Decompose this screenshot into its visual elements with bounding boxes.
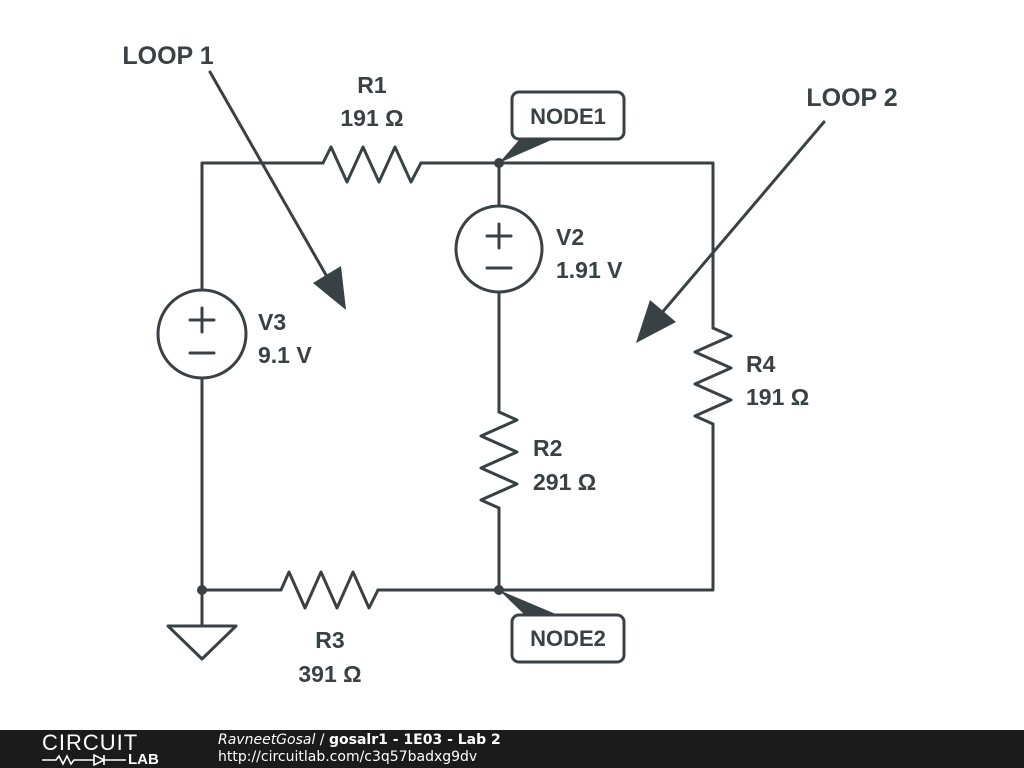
v3-plus-icon [188, 306, 216, 334]
wire-top-right [419, 161, 715, 330]
resistor-r1-zigzag [321, 145, 423, 184]
resistor-r2[interactable]: R2 291 Ω [479, 410, 596, 510]
loop2-label: LOOP 2 [806, 84, 897, 112]
wires [200, 161, 715, 628]
loop1-annotation[interactable]: LOOP 1 [122, 42, 346, 310]
loop2-annotation[interactable]: LOOP 2 [636, 84, 898, 343]
v2-value-label: 1.91 V [556, 257, 623, 283]
wire-left-top [200, 161, 325, 292]
loop1-arrowhead-icon [313, 266, 346, 310]
wire-bottom-left [200, 376, 283, 592]
node1-box [510, 90, 626, 141]
r3-value-label: 391 Ω [298, 661, 361, 687]
v3-circle [156, 288, 248, 380]
v2-circle [454, 204, 544, 294]
v3-value-label: 9.1 V [258, 342, 312, 368]
v2-name-label: V2 [556, 224, 584, 250]
author-link[interactable]: RavneetGosal [218, 732, 316, 748]
junction-ground [197, 585, 207, 595]
resistor-r1[interactable]: R1 191 Ω [321, 72, 423, 184]
logo-wordmark-bottom: LAB [128, 751, 159, 768]
schematic-canvas: R1 191 Ω R3 391 Ω R2 291 Ω R4 191 Ω V3 9 [122, 42, 898, 687]
r4-value-label: 191 Ω [746, 384, 809, 410]
loop1-arrow-shaft [208, 70, 332, 284]
resistor-r4[interactable]: R4 191 Ω [693, 326, 809, 426]
loop2-arrow-shaft [658, 120, 826, 317]
voltage-source-v2[interactable]: V2 1.91 V [454, 204, 623, 294]
footer-bar: CIRCUIT LAB RavneetGosal / gosalr1 - 1E0… [0, 730, 1024, 768]
credit-line-title: RavneetGosal / gosalr1 - 1E03 - Lab 2 [218, 732, 501, 749]
r2-name-label: R2 [533, 435, 562, 461]
r1-value-label: 191 Ω [340, 105, 403, 131]
circuit-credit: RavneetGosal / gosalr1 - 1E03 - Lab 2 ht… [218, 732, 501, 766]
wire-right-bottom [376, 422, 715, 592]
r2-value-label: 291 Ω [533, 469, 596, 495]
v2-plus-icon [485, 222, 513, 250]
node2-callout[interactable]: NODE2 [499, 590, 626, 664]
loop1-label: LOOP 1 [122, 42, 213, 70]
ground-icon [166, 624, 238, 661]
node2-pointer-icon [499, 590, 558, 618]
voltage-source-v3[interactable]: V3 9.1 V [156, 288, 312, 380]
logo-circuit-glyph-icon [42, 754, 126, 766]
ground-symbol[interactable] [166, 624, 238, 661]
r1-name-label: R1 [357, 72, 387, 98]
resistor-r2-zigzag [479, 410, 519, 510]
loop2-arrowhead-icon [636, 300, 676, 343]
r3-name-label: R3 [315, 627, 344, 653]
r4-name-label: R4 [746, 351, 776, 377]
circuitlab-logo[interactable]: CIRCUIT LAB [42, 732, 182, 768]
node2-box [510, 613, 626, 664]
resistor-r3[interactable]: R3 391 Ω [279, 570, 380, 687]
resistor-r3-zigzag [279, 570, 380, 610]
node1-label: NODE1 [530, 104, 606, 129]
circuit-title[interactable]: gosalr1 - 1E03 - Lab 2 [328, 732, 501, 748]
node2-label: NODE2 [530, 626, 606, 651]
resistor-r4-zigzag [693, 326, 733, 426]
node1-callout[interactable]: NODE1 [499, 90, 626, 163]
credit-separator: / [315, 732, 329, 748]
logo-wordmark-top: CIRCUIT [42, 730, 139, 755]
circuit-url[interactable]: http://circuitlab.com/c3q57badxg9dv [218, 749, 478, 765]
v3-name-label: V3 [258, 309, 286, 335]
